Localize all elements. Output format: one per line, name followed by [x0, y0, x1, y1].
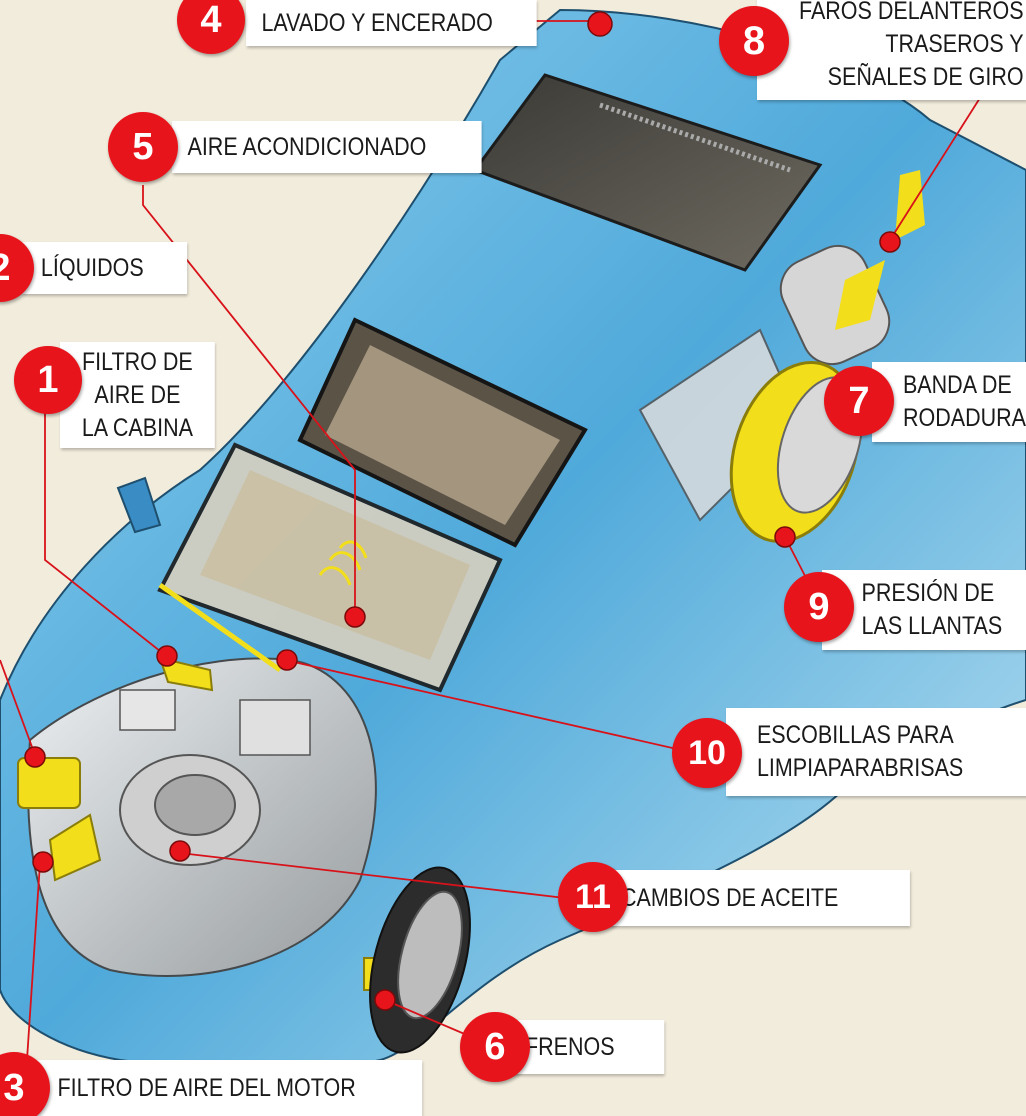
callout-5-label: AIRE ACONDICIONADO [172, 121, 482, 173]
callout-10-badge: 10 [672, 718, 742, 788]
callout-10-line-2: LIMPIAPARABRISAS [756, 754, 964, 782]
callout-8-line-3: SEÑALES DE GIRO [827, 62, 1024, 91]
side-mirror [116, 476, 162, 534]
callout-11-text: CAMBIOS DE ACEITE [620, 883, 839, 912]
callout-8-line-1: FAROS DELANTEROS [798, 0, 1024, 25]
callout-1-line-3: LA CABINA [81, 413, 193, 442]
callout-9-line-2: LAS LLANTAS [861, 612, 1003, 640]
front-wheel [369, 866, 471, 1054]
callout-3-text: FILTRO DE AIRE DEL MOTOR [57, 1073, 356, 1102]
callout-4-label: LAVADO Y ENCERADO [246, 0, 537, 46]
callout-7-line-1: BANDA DE [902, 371, 1012, 399]
callout-4-text: LAVADO Y ENCERADO [261, 8, 493, 37]
callout-5-text: AIRE ACONDICIONADO [187, 132, 427, 161]
callout-11-badge: 11 [558, 862, 628, 932]
callout-8-label: FAROS DELANTEROS TRASEROS Y SEÑALES DE G… [757, 0, 1026, 100]
callout-8-badge: 8 [719, 6, 789, 76]
fluid-reservoir [17, 757, 81, 809]
engine-bay [27, 657, 377, 977]
callout-1-line-1: FILTRO DE [82, 347, 193, 376]
leader-lines [0, 20, 986, 1091]
callout-8-line-2: TRASEROS Y [885, 29, 1024, 58]
callout-1-line-2: AIRE DE [94, 380, 181, 409]
callout-5-badge: 5 [108, 112, 178, 182]
callout-1-label: FILTRO DE AIRE DE LA CABINA [60, 342, 215, 448]
rear-tire [729, 361, 864, 543]
callout-10-label: ESCOBILLAS PARA LIMPIAPARABRISAS [726, 708, 1026, 796]
callout-2-label: LÍQUIDOS [22, 242, 188, 294]
cabin-air-filter [158, 656, 214, 692]
callout-7-badge: 7 [824, 366, 894, 436]
callout-4-badge: 4 [177, 0, 245, 54]
callout-11-label: CAMBIOS DE ACEITE [590, 870, 910, 926]
callout-2-text: LÍQUIDOS [40, 253, 144, 282]
callout-9-badge: 9 [784, 572, 854, 642]
callout-6-text: FRENOS [524, 1032, 615, 1061]
wiper-blade [158, 582, 282, 673]
callout-7-label: BANDA DE RODADURA [872, 362, 1026, 442]
callout-1-badge: 1 [14, 346, 82, 414]
engine-air-filter [48, 813, 102, 882]
anchor-dots [24, 11, 901, 1011]
callout-10-line-1: ESCOBILLAS PARA [756, 721, 954, 749]
rear-window [472, 73, 823, 272]
callout-9-line-1: PRESIÓN DE [861, 579, 995, 607]
callout-6-badge: 6 [460, 1012, 530, 1082]
callout-9-label: PRESIÓN DE LAS LLANTAS [822, 570, 1026, 650]
callout-3-label: FILTRO DE AIRE DEL MOTOR [30, 1060, 423, 1116]
rear-suspension [638, 170, 925, 522]
callout-7-line-2: RODADURA [902, 404, 1026, 432]
